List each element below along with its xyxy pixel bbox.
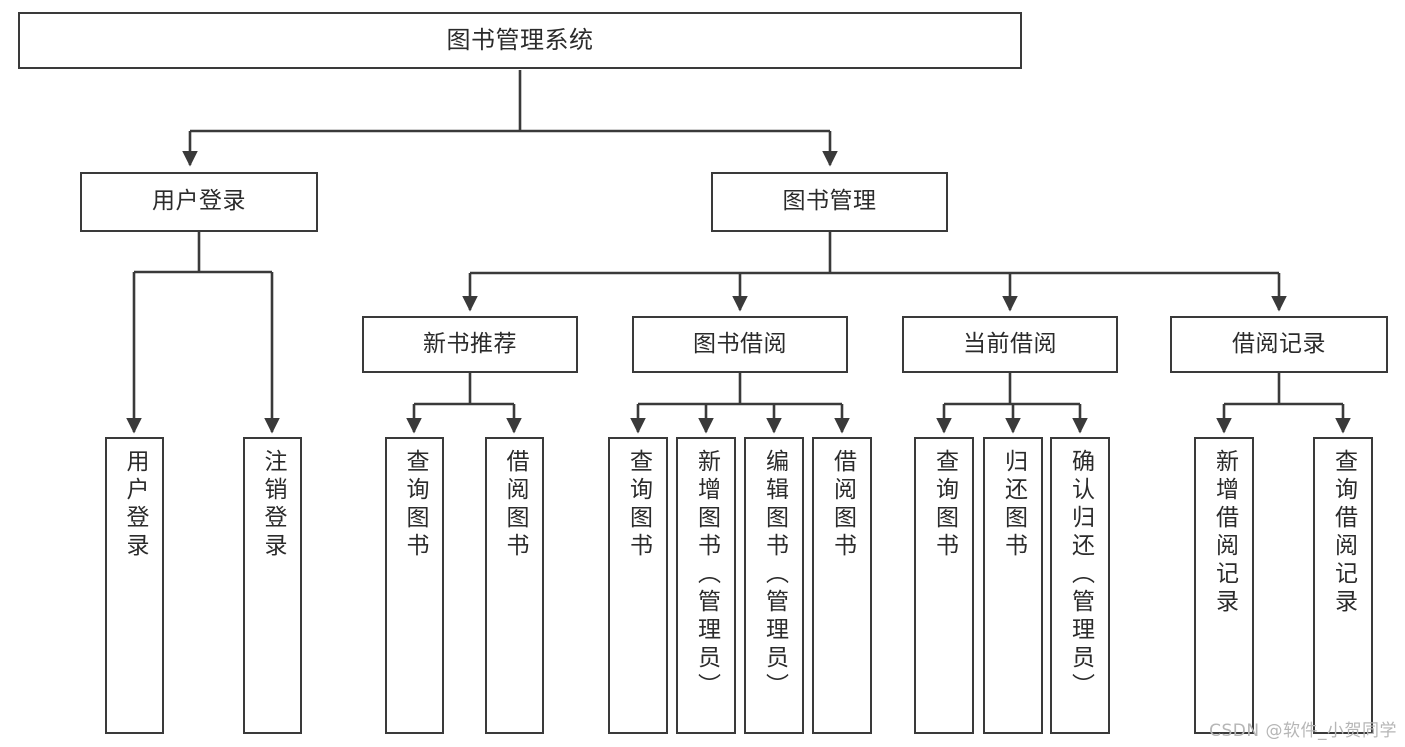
node-label: 编辑图书（管理员）: [761, 449, 788, 701]
node-label: 图书管理: [782, 188, 877, 215]
node-label: 归还图书: [1000, 449, 1027, 561]
csdn-watermark: CSDN @软件_小贺同学: [1209, 721, 1397, 741]
node-book-management[interactable]: 图书管理: [711, 172, 948, 232]
leaf-borrow-book-newbook[interactable]: 借阅图书: [485, 437, 544, 734]
leaf-edit-book-admin[interactable]: 编辑图书（管理员）: [744, 437, 804, 734]
leaf-query-book-newbook[interactable]: 查询图书: [385, 437, 444, 734]
leaf-query-book-current[interactable]: 查询图书: [914, 437, 974, 734]
node-label: 查询图书: [402, 449, 428, 561]
leaf-query-book-borrow[interactable]: 查询图书: [608, 437, 668, 734]
node-label: 当前借阅: [963, 330, 1057, 357]
node-book-borrow[interactable]: 图书借阅: [632, 316, 848, 373]
node-label: 新书推荐: [423, 330, 517, 357]
node-label: 新增借阅记录: [1211, 449, 1238, 617]
leaf-return-book[interactable]: 归还图书: [983, 437, 1043, 734]
node-label: 用户登录: [122, 449, 148, 561]
node-label: 新增图书（管理员）: [693, 449, 720, 701]
node-label: 借阅记录: [1232, 330, 1326, 357]
node-current-borrow[interactable]: 当前借阅: [902, 316, 1118, 373]
node-label: 查询借阅记录: [1330, 449, 1357, 617]
leaf-confirm-return-admin[interactable]: 确认归还（管理员）: [1050, 437, 1110, 734]
node-label: 图书管理系统: [446, 26, 594, 55]
node-label: 用户登录: [152, 188, 246, 215]
leaf-add-borrow-record[interactable]: 新增借阅记录: [1194, 437, 1254, 734]
leaf-query-borrow-record[interactable]: 查询借阅记录: [1313, 437, 1373, 734]
node-user-login[interactable]: 用户登录: [80, 172, 318, 232]
node-label: 确认归还（管理员）: [1067, 449, 1094, 701]
leaf-borrow-book[interactable]: 借阅图书: [812, 437, 872, 734]
node-root-book-management-system[interactable]: 图书管理系统: [18, 12, 1022, 69]
node-label: 借阅图书: [502, 449, 528, 561]
leaf-logout[interactable]: 注销登录: [243, 437, 302, 734]
node-label: 图书借阅: [693, 330, 787, 357]
leaf-add-book-admin[interactable]: 新增图书（管理员）: [676, 437, 736, 734]
node-new-book-recommend[interactable]: 新书推荐: [362, 316, 578, 373]
node-label: 借阅图书: [829, 449, 856, 561]
node-label: 注销登录: [260, 449, 286, 561]
leaf-user-login[interactable]: 用户登录: [105, 437, 164, 734]
node-label: 查询图书: [625, 449, 652, 561]
node-borrow-records[interactable]: 借阅记录: [1170, 316, 1388, 373]
node-label: 查询图书: [931, 449, 958, 561]
